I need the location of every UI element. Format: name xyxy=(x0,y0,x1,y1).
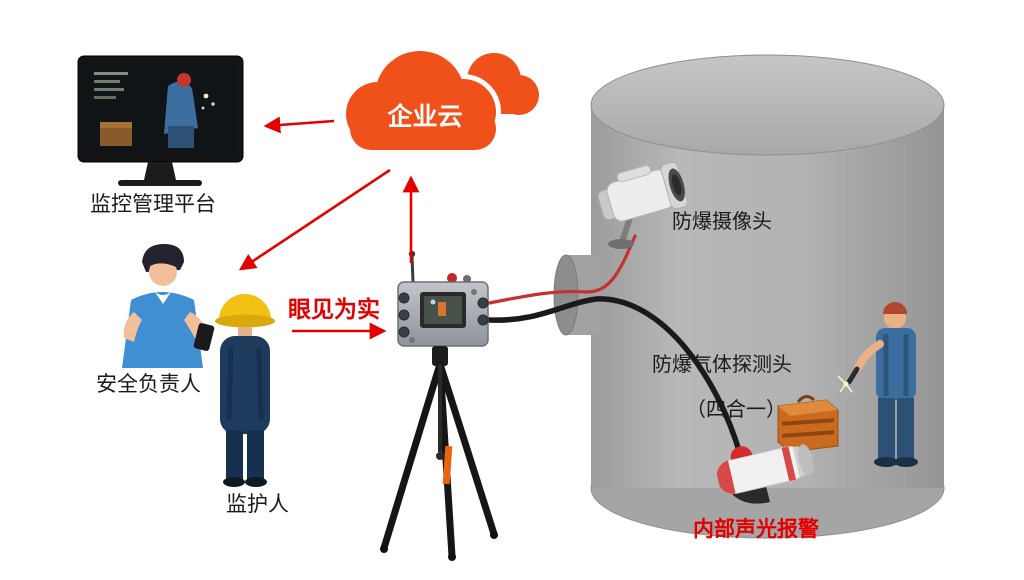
cloud-icon xyxy=(341,46,539,155)
monitor-screen-scene xyxy=(94,72,215,148)
gas-detector-label-line1: 防爆气体探测头 xyxy=(652,354,792,376)
tank-port xyxy=(553,254,600,336)
monitor xyxy=(77,55,244,186)
seeing-is-believing-caption: 眼见为实 xyxy=(288,296,380,322)
guardian-figure xyxy=(215,294,275,487)
cable-red xyxy=(487,234,637,305)
guardian-label: 监护人 xyxy=(226,493,289,516)
tripod-device xyxy=(380,250,498,561)
cloud-label: 企业云 xyxy=(387,103,463,131)
arrow-cloud-to-officer xyxy=(238,168,391,271)
welder-figure xyxy=(837,302,918,467)
alarm-label: 内部声光报警 xyxy=(693,518,819,541)
cloud-main xyxy=(346,51,496,150)
gas-detector-label-line2: （四合一） xyxy=(686,399,786,421)
arrow-cloud-to-monitor xyxy=(263,116,335,134)
alarm-device xyxy=(716,444,814,504)
camera-label: 防爆摄像头 xyxy=(672,211,772,233)
cable-black xyxy=(486,296,743,457)
safety-officer-label: 安全负责人 xyxy=(96,373,201,396)
safety-officer-figure xyxy=(122,244,215,368)
flow-arrows xyxy=(238,116,420,340)
gas-detector-box xyxy=(777,395,839,453)
weld-sparks xyxy=(837,375,853,393)
explosion-proof-camera xyxy=(597,161,689,249)
monitor-label: 监控管理平台 xyxy=(90,193,216,216)
